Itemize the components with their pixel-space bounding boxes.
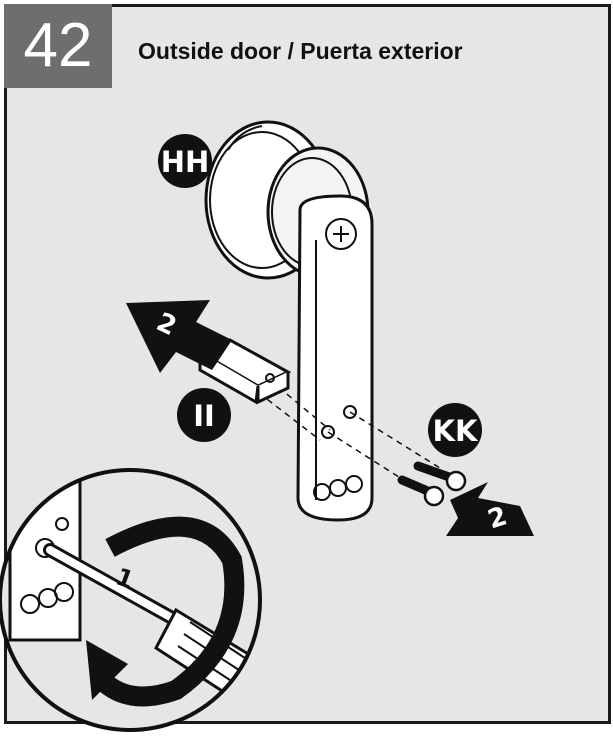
step-title: Outside door / Puerta exterior [138, 38, 463, 65]
callout-hh: HH [158, 134, 212, 188]
step-number: 42 [4, 4, 112, 88]
lever-handle [298, 196, 372, 520]
callout-kk: KK [428, 403, 482, 457]
svg-text:KK: KK [433, 414, 479, 448]
svg-text:HH: HH [161, 145, 210, 179]
svg-text:II: II [193, 399, 215, 433]
pull-off-arrow: 2 [126, 300, 232, 373]
callout-ii: II [177, 388, 231, 442]
magnified-inset: 1 [0, 470, 260, 730]
